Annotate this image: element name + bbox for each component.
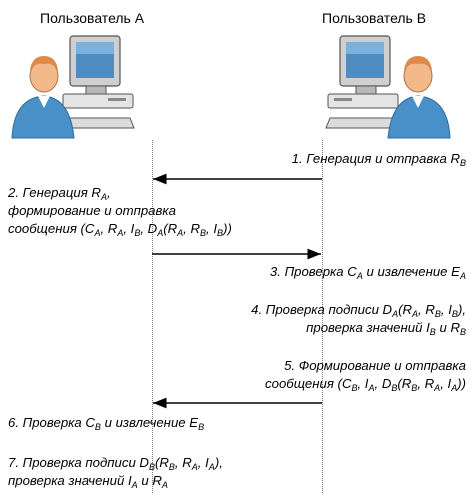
step-line: 1. Генерация и отправка RB	[291, 151, 466, 168]
step-line: 3. Проверка CA и извлечение EA	[269, 264, 466, 281]
step-line: 4. Проверка подписи DA(RA, RB, IB),	[251, 302, 466, 319]
step-line: проверка значений IB и RB	[306, 320, 466, 337]
user-a-computer-icon	[11, 35, 135, 139]
step-line: 7. Проверка подписи DB(RB, RA, IA),	[8, 455, 223, 472]
step-6-label: 6. Проверка CB и извлечение EB	[8, 414, 204, 432]
step-5-label: 5. Формирование и отправка сообщения (CB,…	[265, 357, 466, 393]
step-7-label: 7. Проверка подписи DB(RB, RA, IA),прове…	[8, 454, 223, 490]
user-b-computer-icon	[325, 35, 451, 139]
user-b-title: Пользователь B	[322, 10, 427, 26]
lifeline-a	[152, 140, 153, 493]
step-4-label: 4. Проверка подписи DA(RA, RB, IB),прове…	[251, 301, 466, 337]
step-line: 6. Проверка CB и извлечение EB	[8, 415, 205, 432]
step-3-label: 3. Проверка CA и извлечение EA	[270, 263, 466, 281]
lifeline-b	[322, 140, 323, 493]
step-line: проверка значений IA и RA	[8, 473, 168, 490]
step-line: сообщения (CB, IA, DB(RB, RA, IA))	[265, 376, 466, 393]
step-line: формирование и отправка	[8, 203, 176, 218]
user-a-title: Пользователь A	[40, 10, 145, 26]
step-line: 5. Формирование и отправка	[284, 358, 466, 373]
step-line: 2. Генерация RA,	[8, 185, 111, 202]
step-line: сообщения (CA, RA, IB, DA(RA, RB, IB))	[8, 221, 232, 238]
step-2-label: 2. Генерация RA,формирование и отправка с…	[8, 184, 232, 238]
step-1-label: 1. Генерация и отправка RB	[292, 150, 466, 168]
